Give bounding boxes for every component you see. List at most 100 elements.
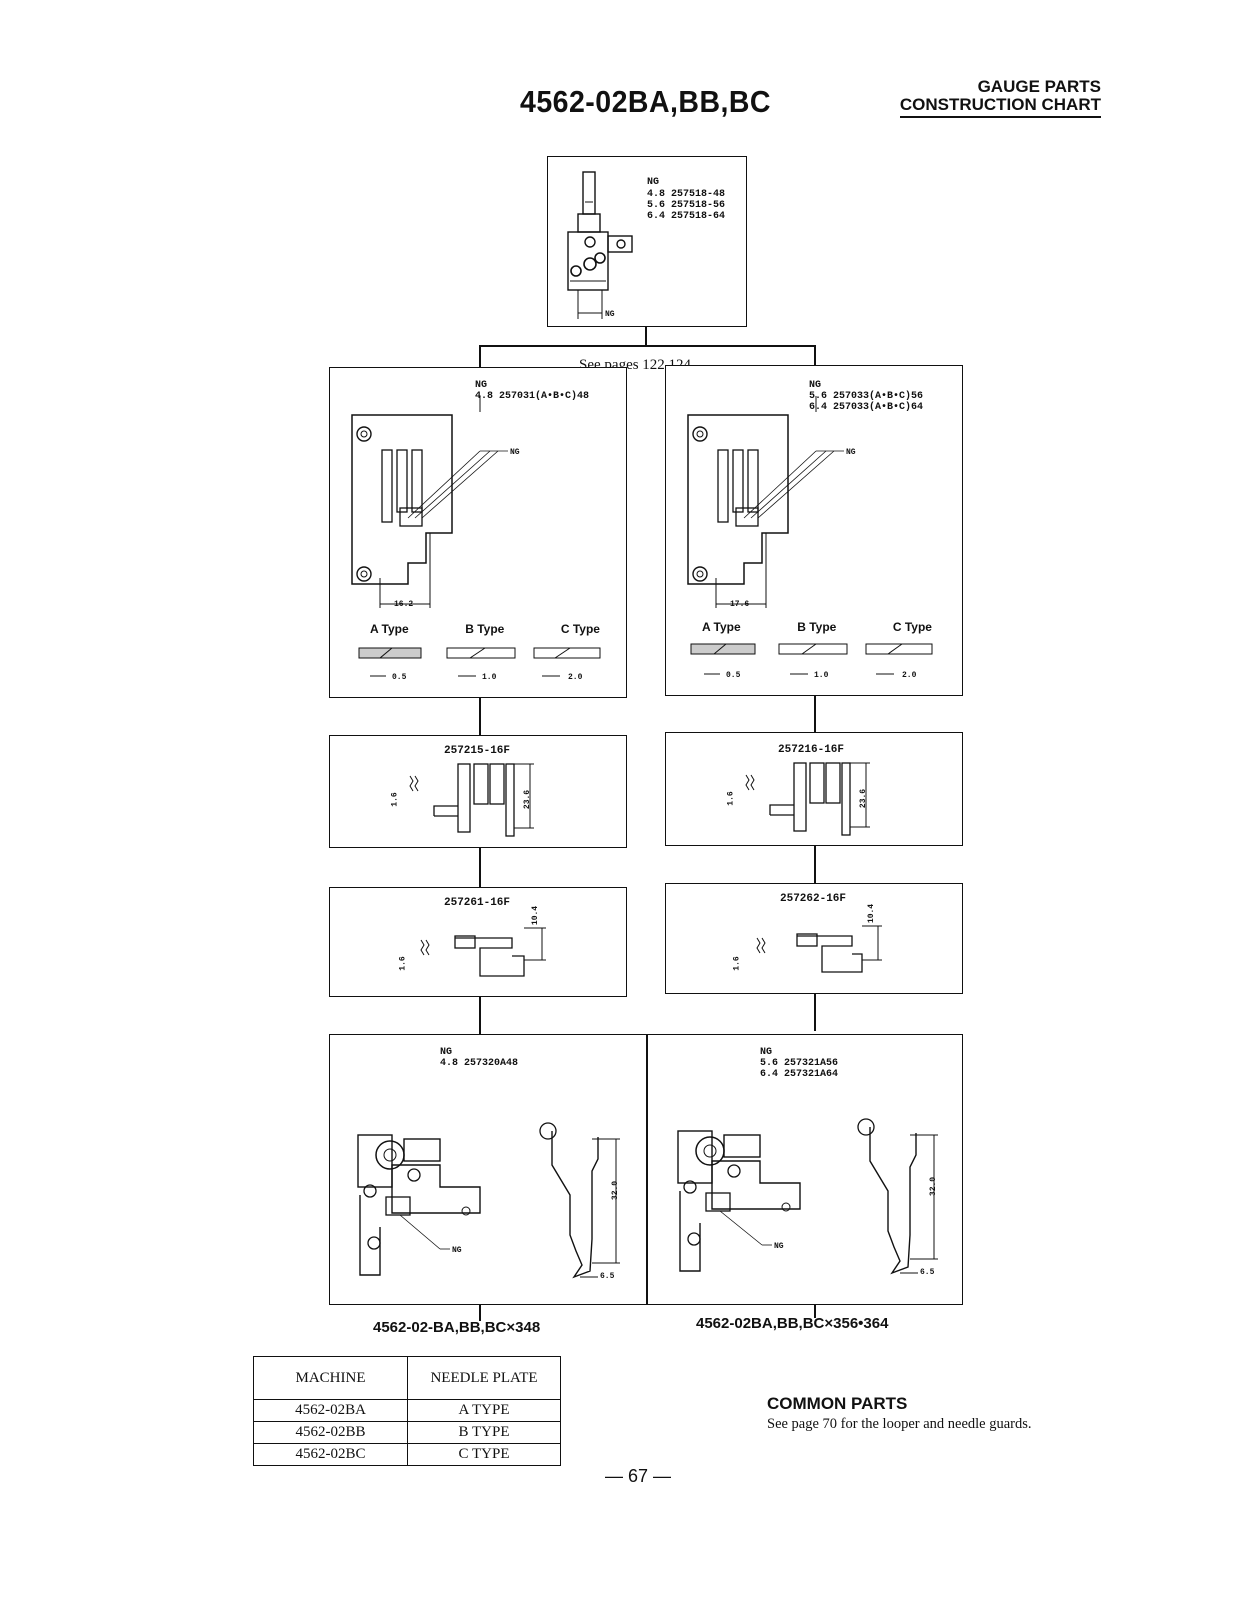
fd-diff-right-part: 257262-16F (780, 893, 847, 905)
connector-top (645, 326, 647, 346)
connector-left-5 (479, 1303, 481, 1321)
heading-line-1: GAUGE PARTS (977, 77, 1101, 96)
table-cell-machine: 4562-02BB (253, 1421, 408, 1444)
pf-left-dim-v: 32.0 (611, 1180, 621, 1201)
table-cell-plate: B TYPE (407, 1421, 561, 1444)
needle-plate-right-panel: NG 5.6 257033(A•B•C)56 6.4 257033(A•B•C)… (665, 365, 963, 696)
feed-dog-main-right-panel: 257216-16F 23.6 1.6 (665, 732, 963, 846)
connector-right-4 (814, 993, 816, 1031)
fd-main-left-part: 257215-16F (444, 745, 511, 757)
pf-right-callout: NG (774, 1242, 784, 1251)
np-right-type-a: A Type (702, 620, 741, 634)
pf-right-dim-v: 32.0 (929, 1176, 939, 1197)
machine-table: MACHINE NEEDLE PLATE 4562-02BA A TYPE 45… (253, 1356, 561, 1466)
pf-left-callout: NG (452, 1246, 462, 1255)
np-left-dim-b: 1.0 (482, 673, 497, 682)
pf-right-ng: NG (760, 1047, 773, 1058)
table-header-needle-plate: NEEDLE PLATE (407, 1356, 561, 1400)
connector-left-2 (479, 697, 481, 735)
np-left-dim-a: 0.5 (392, 673, 407, 682)
presser-foot-panel: NG 4.8 257320A48 NG 32.0 6.5 NG 5.6 2573… (329, 1034, 963, 1305)
np-right-dim-b: 1.0 (814, 671, 829, 680)
fd-diff-left-dim-v: 10.4 (531, 905, 541, 926)
table-cell-plate: A TYPE (407, 1399, 561, 1422)
np-left-type-a: A Type (370, 622, 409, 636)
np-right-type-b: B Type (797, 620, 837, 634)
fd-diff-right-dim-l: 1.6 (732, 956, 742, 971)
pf-right-spec-2: 6.4 257321A64 (760, 1069, 839, 1080)
np-left-callout: NG (510, 448, 520, 457)
presser-foot-divider (646, 1035, 648, 1305)
np-left-type-c: C Type (560, 622, 600, 636)
np-right-dim-a: 0.5 (726, 671, 741, 680)
pf-left-dim-h: 6.5 (600, 1272, 615, 1281)
clamp-spec-3: 6.4 257518-64 (647, 211, 726, 222)
np-left-spec: 4.8 257031(A•B•C)48 (475, 391, 590, 402)
fd-diff-right-dim-v: 10.4 (867, 903, 877, 924)
page-title: 4562-02BA,BB,BC (520, 84, 772, 119)
connector-right-3 (814, 845, 816, 883)
fd-main-right-part: 257216-16F (778, 744, 845, 756)
np-left-ng: NG (475, 380, 488, 391)
clamp-spec-2: 5.6 257518-56 (647, 200, 726, 211)
np-right-types: A Type B Type C Type (702, 620, 932, 634)
feed-dog-main-left-drawing (409, 763, 534, 837)
fd-diff-left-part: 257261-16F (444, 897, 511, 909)
page-number: — 67 — (605, 1466, 672, 1486)
connector-left-3 (479, 847, 481, 887)
common-parts-title: COMMON PARTS (767, 1394, 908, 1413)
table-header-machine: MACHINE (253, 1356, 408, 1400)
pf-left-ng: NG (440, 1047, 453, 1058)
np-left-types: A Type B Type C Type (370, 622, 600, 636)
np-right-dim-c: 2.0 (902, 671, 917, 680)
np-left-dim: 16.2 (394, 600, 414, 609)
fd-main-right-dim-l: 1.6 (726, 791, 736, 806)
heading-line-2: CONSTRUCTION CHART (899, 96, 1101, 118)
fd-main-left-dim-l: 1.6 (390, 792, 400, 807)
connector-right-1 (814, 345, 816, 367)
feed-dog-diff-right-drawing (756, 925, 882, 973)
feed-dog-main-left-panel: 257215-16F 23.6 1.6 (329, 735, 627, 848)
table-cell-machine: 4562-02BC (253, 1443, 408, 1466)
needle-plate-left-drawing (351, 396, 601, 677)
feed-dog-diff-right-panel: 257262-16F 10.4 1.6 (665, 883, 963, 994)
connector-right-5 (814, 1300, 816, 1318)
connector-left-4 (479, 996, 481, 1034)
needle-plate-right-drawing (687, 396, 933, 675)
np-left-type-b: B Type (465, 622, 505, 636)
table-cell-machine: 4562-02BA (253, 1399, 408, 1422)
table-header-row: MACHINE NEEDLE PLATE (253, 1356, 561, 1400)
connector-branch (479, 345, 816, 347)
table-row: 4562-02BC C TYPE (253, 1443, 561, 1466)
common-parts-desc: See page 70 for the looper and needle gu… (767, 1416, 1032, 1432)
feed-dog-main-right-drawing (745, 762, 870, 836)
table-row: 4562-02BB B TYPE (253, 1421, 561, 1444)
fd-main-left-dim-v: 23.6 (523, 789, 533, 810)
clamp-ng-label: NG (647, 177, 660, 188)
common-parts: COMMON PARTS See page 70 for the looper … (767, 1394, 1032, 1433)
caption-left: 4562-02-BA,BB,BC×348 (373, 1319, 541, 1336)
feed-dog-diff-left-drawing (420, 927, 546, 977)
table-cell-plate: C TYPE (407, 1443, 561, 1466)
connector-left-1 (479, 345, 481, 367)
np-right-spec-1: 5.6 257033(A•B•C)56 (809, 391, 924, 402)
table-row: 4562-02BA A TYPE (253, 1399, 561, 1422)
needle-clamp-panel: NG 4.8 257518-48 5.6 257518-56 6.4 25751… (547, 156, 747, 327)
np-right-dim: 17.6 (730, 600, 750, 609)
connector-right-2 (814, 695, 816, 732)
chart-heading: GAUGE PARTS CONSTRUCTION CHART (899, 77, 1101, 118)
pf-right-spec-1: 5.6 257321A56 (760, 1058, 839, 1069)
needle-clamp-drawing (567, 171, 633, 319)
caption-right: 4562-02BA,BB,BC×356•364 (696, 1315, 889, 1332)
presser-foot-drawing (357, 1118, 938, 1279)
fd-main-right-dim-v: 23.6 (859, 788, 869, 809)
pf-left-spec: 4.8 257320A48 (440, 1058, 519, 1069)
clamp-dim-label: NG (605, 310, 615, 319)
needle-plate-left-panel: NG 4.8 257031(A•B•C)48 NG 16.2 A Type B … (329, 367, 627, 698)
feed-dog-diff-left-panel: 257261-16F 10.4 1.6 (329, 887, 627, 997)
np-right-ng: NG (809, 380, 822, 391)
pf-right-dim-h: 6.5 (920, 1268, 935, 1277)
np-right-spec-2: 6.4 257033(A•B•C)64 (809, 402, 924, 413)
np-right-type-c: C Type (892, 620, 932, 634)
fd-diff-left-dim-l: 1.6 (398, 956, 408, 971)
